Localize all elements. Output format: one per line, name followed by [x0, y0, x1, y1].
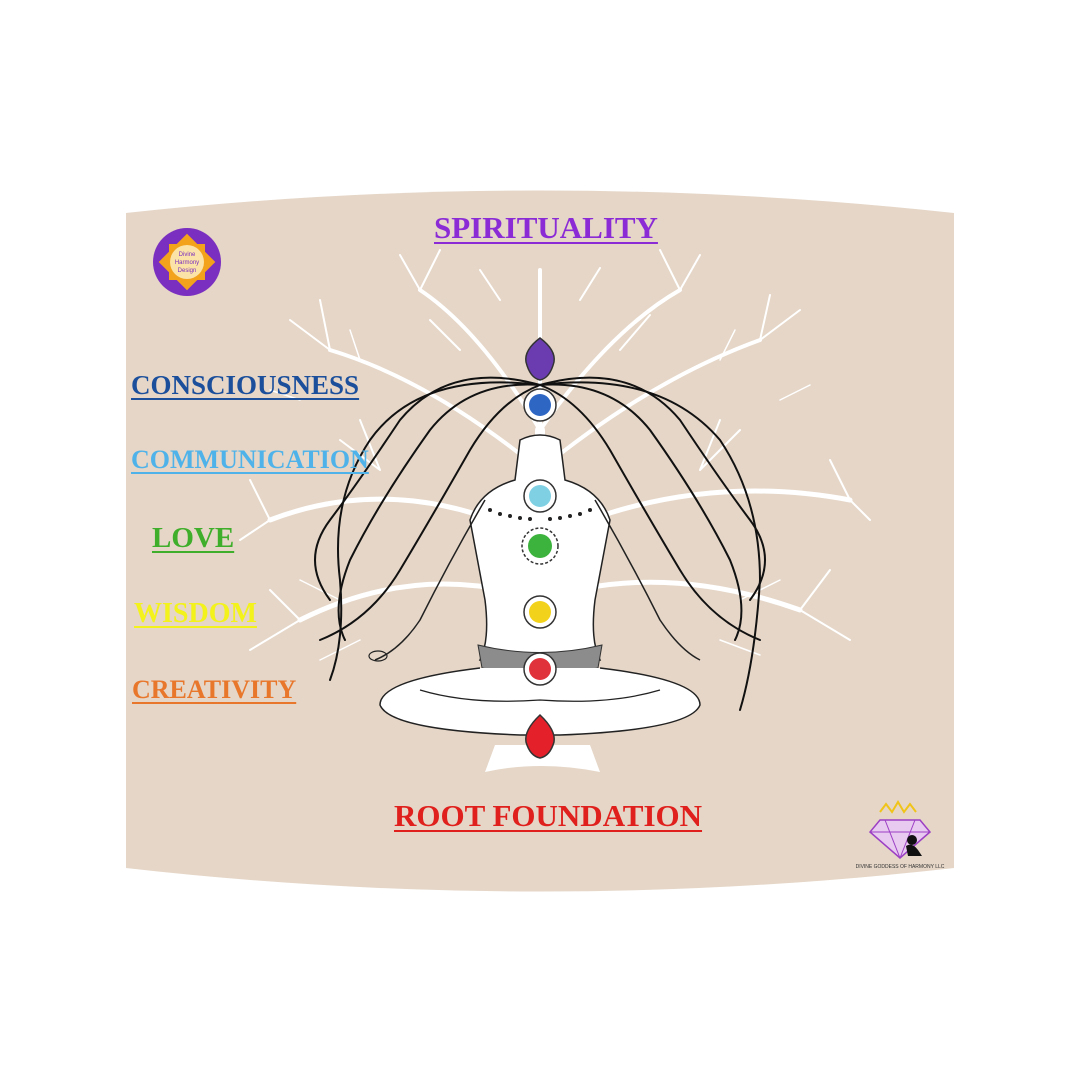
logo-text-line-1: Divine	[179, 252, 196, 258]
throat-chakra	[529, 485, 551, 507]
root-chakra	[525, 713, 555, 759]
third-eye-chakra	[529, 394, 551, 416]
heart-chakra	[528, 534, 552, 558]
wisdom-label: WISDOM	[134, 598, 257, 629]
logo-text-line-3: Design	[178, 268, 197, 274]
divine-goddess-logo: DIVINE GODDESS OF HARMONY LLC	[856, 800, 945, 870]
consciousness-label: CONSCIOUSNESS	[131, 370, 360, 400]
sacral-chakra	[529, 658, 551, 680]
figure-arms	[374, 499, 701, 661]
logo-text-line-2: Harmony	[175, 260, 199, 266]
spirituality-label: SPIRITUALITY	[434, 210, 658, 245]
communication-label: COMMUNICATION	[131, 445, 369, 474]
divine-goddess-logo-text: DIVINE GODDESS OF HARMONY LLC	[856, 864, 945, 870]
crown-chakra	[525, 337, 555, 381]
divine-harmony-design-logo: Divine Harmony Design	[153, 228, 221, 296]
love-label: LOVE	[152, 522, 235, 554]
solar-plexus-chakra	[529, 601, 551, 623]
chakra-column	[521, 337, 559, 759]
creativity-label: CREATIVITY	[132, 675, 297, 704]
root-foundation-label: ROOT FOUNDATION	[394, 798, 703, 833]
figure-base	[485, 745, 600, 772]
